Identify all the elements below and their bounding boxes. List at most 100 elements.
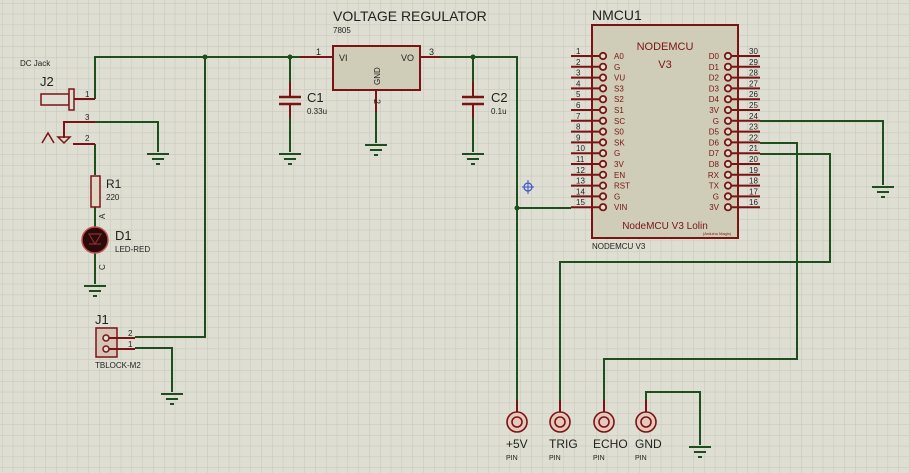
- ground-icon: [365, 144, 387, 156]
- c1-ref: C1: [307, 90, 324, 105]
- wire-sensor-gnd[interactable]: [645, 391, 701, 445]
- ground-icon: [689, 446, 711, 458]
- resistor-r1[interactable]: R1 220: [90, 175, 122, 208]
- pin-name: D5: [709, 128, 720, 137]
- pin-name: S1: [614, 106, 624, 115]
- d1-cathode-label: C: [98, 264, 107, 270]
- nodemcu-ref: NMCU1: [592, 7, 642, 23]
- pin-number: 26: [749, 90, 758, 99]
- nodemcu-pin-24[interactable]: 24G: [713, 112, 760, 126]
- nodemcu-pin-10[interactable]: 10G: [571, 144, 620, 158]
- pin-name: G: [614, 63, 620, 72]
- pin-name: D1: [709, 63, 720, 72]
- j2-pin2-number: 2: [85, 134, 90, 143]
- junction-dot: [514, 205, 520, 211]
- nodemcu-pin-5[interactable]: 5S2: [571, 90, 624, 104]
- nodemcu-pin-9[interactable]: 9SK: [571, 133, 625, 147]
- wire-d7-trig[interactable]: [559, 153, 831, 400]
- nodemcu-left-pins: 1A02G3VU4S35S26S17SC8S09SK10G113V12EN13R…: [571, 47, 630, 212]
- nodemcu-pin-3[interactable]: 3VU: [571, 69, 625, 83]
- terminal-block-j1[interactable]: J1 2 1 TBLOCK-M2: [95, 312, 141, 370]
- j1-pin2-number: 2: [128, 329, 133, 338]
- pin-number: 21: [749, 144, 758, 153]
- nodemcu-pin-7[interactable]: 7SC: [571, 112, 625, 126]
- regulator-pin3-number: 3: [429, 47, 434, 57]
- pin-number: 6: [576, 101, 581, 110]
- pin-name: SK: [614, 138, 625, 147]
- nodemcu-pin-6[interactable]: 6S1: [571, 101, 624, 115]
- pin-number: 5: [576, 90, 581, 99]
- wire-nodemcu-gnd[interactable]: [760, 120, 884, 185]
- nodemcu-pin-4[interactable]: 4S3: [571, 79, 624, 93]
- capacitor-c1[interactable]: C1 0.33u: [279, 82, 327, 118]
- nodemcu-body[interactable]: [591, 24, 739, 239]
- pin-name: G: [713, 192, 719, 201]
- nodemcu-pin-17[interactable]: 17G: [713, 187, 760, 201]
- wire-rail-to-j1[interactable]: [135, 57, 206, 338]
- led-d1[interactable]: A D1 LED-RED C: [81, 213, 150, 270]
- dc-jack-j2[interactable]: DC Jack J2 1 3 2: [20, 59, 95, 145]
- wire-j2-to-vin-rail[interactable]: [94, 56, 205, 99]
- j2-pin3-number: 3: [85, 113, 90, 122]
- nodemcu-pin-8[interactable]: 8S0: [571, 123, 624, 137]
- r1-value: 220: [106, 193, 120, 202]
- wire-j2-pin3-gnd[interactable]: [95, 121, 159, 152]
- nodemcu-module[interactable]: NMCU1 NODEMCU V3 NodeMCU V3 Lolin (Ardui…: [571, 7, 760, 251]
- c2-value: 0.1u: [491, 107, 507, 116]
- wire-d6-echo[interactable]: [603, 142, 798, 400]
- nodemcu-pin-1[interactable]: 1A0: [571, 47, 624, 61]
- pin-name: SC: [614, 117, 625, 126]
- pin-name: D4: [709, 95, 720, 104]
- pin-name: G: [614, 149, 620, 158]
- pin-name: VU: [614, 74, 625, 83]
- nodemcu-pin-14[interactable]: 14G: [571, 187, 620, 201]
- pin-number: 12: [576, 166, 585, 175]
- pin-number: 22: [749, 133, 758, 142]
- wire-j1-gnd[interactable]: [135, 347, 173, 392]
- nodemcu-credit: (Arduino Magix): [703, 231, 732, 236]
- nodemcu-pin-2[interactable]: 2G: [571, 58, 620, 72]
- capacitor-c2[interactable]: C2 0.1u: [462, 82, 508, 118]
- ground-icon: [147, 153, 169, 165]
- wire-vo-rail[interactable]: [440, 56, 518, 400]
- pin-name: G: [614, 192, 620, 201]
- pin-number: 29: [749, 58, 758, 67]
- ground-icon: [462, 153, 484, 165]
- pin-name: S3: [614, 84, 624, 93]
- wires: [94, 54, 884, 445]
- pin-name: D2: [709, 74, 720, 83]
- pin-name: S2: [614, 95, 624, 104]
- nodemcu-subtitle: NodeMCU V3 Lolin: [622, 221, 708, 232]
- pin-number: 30: [749, 47, 758, 56]
- pin-name: 3V: [709, 203, 719, 212]
- pin-number: 13: [576, 177, 585, 186]
- ground-icon: [84, 285, 106, 297]
- regulator-body[interactable]: [332, 45, 421, 91]
- pin-number: 8: [576, 123, 581, 132]
- pin-number: 11: [576, 155, 585, 164]
- sensor-pin-label: +5V: [506, 437, 528, 451]
- voltage-regulator[interactable]: VOLTAGE REGULATOR 7805 VI VO GND 1 3 2: [300, 8, 487, 112]
